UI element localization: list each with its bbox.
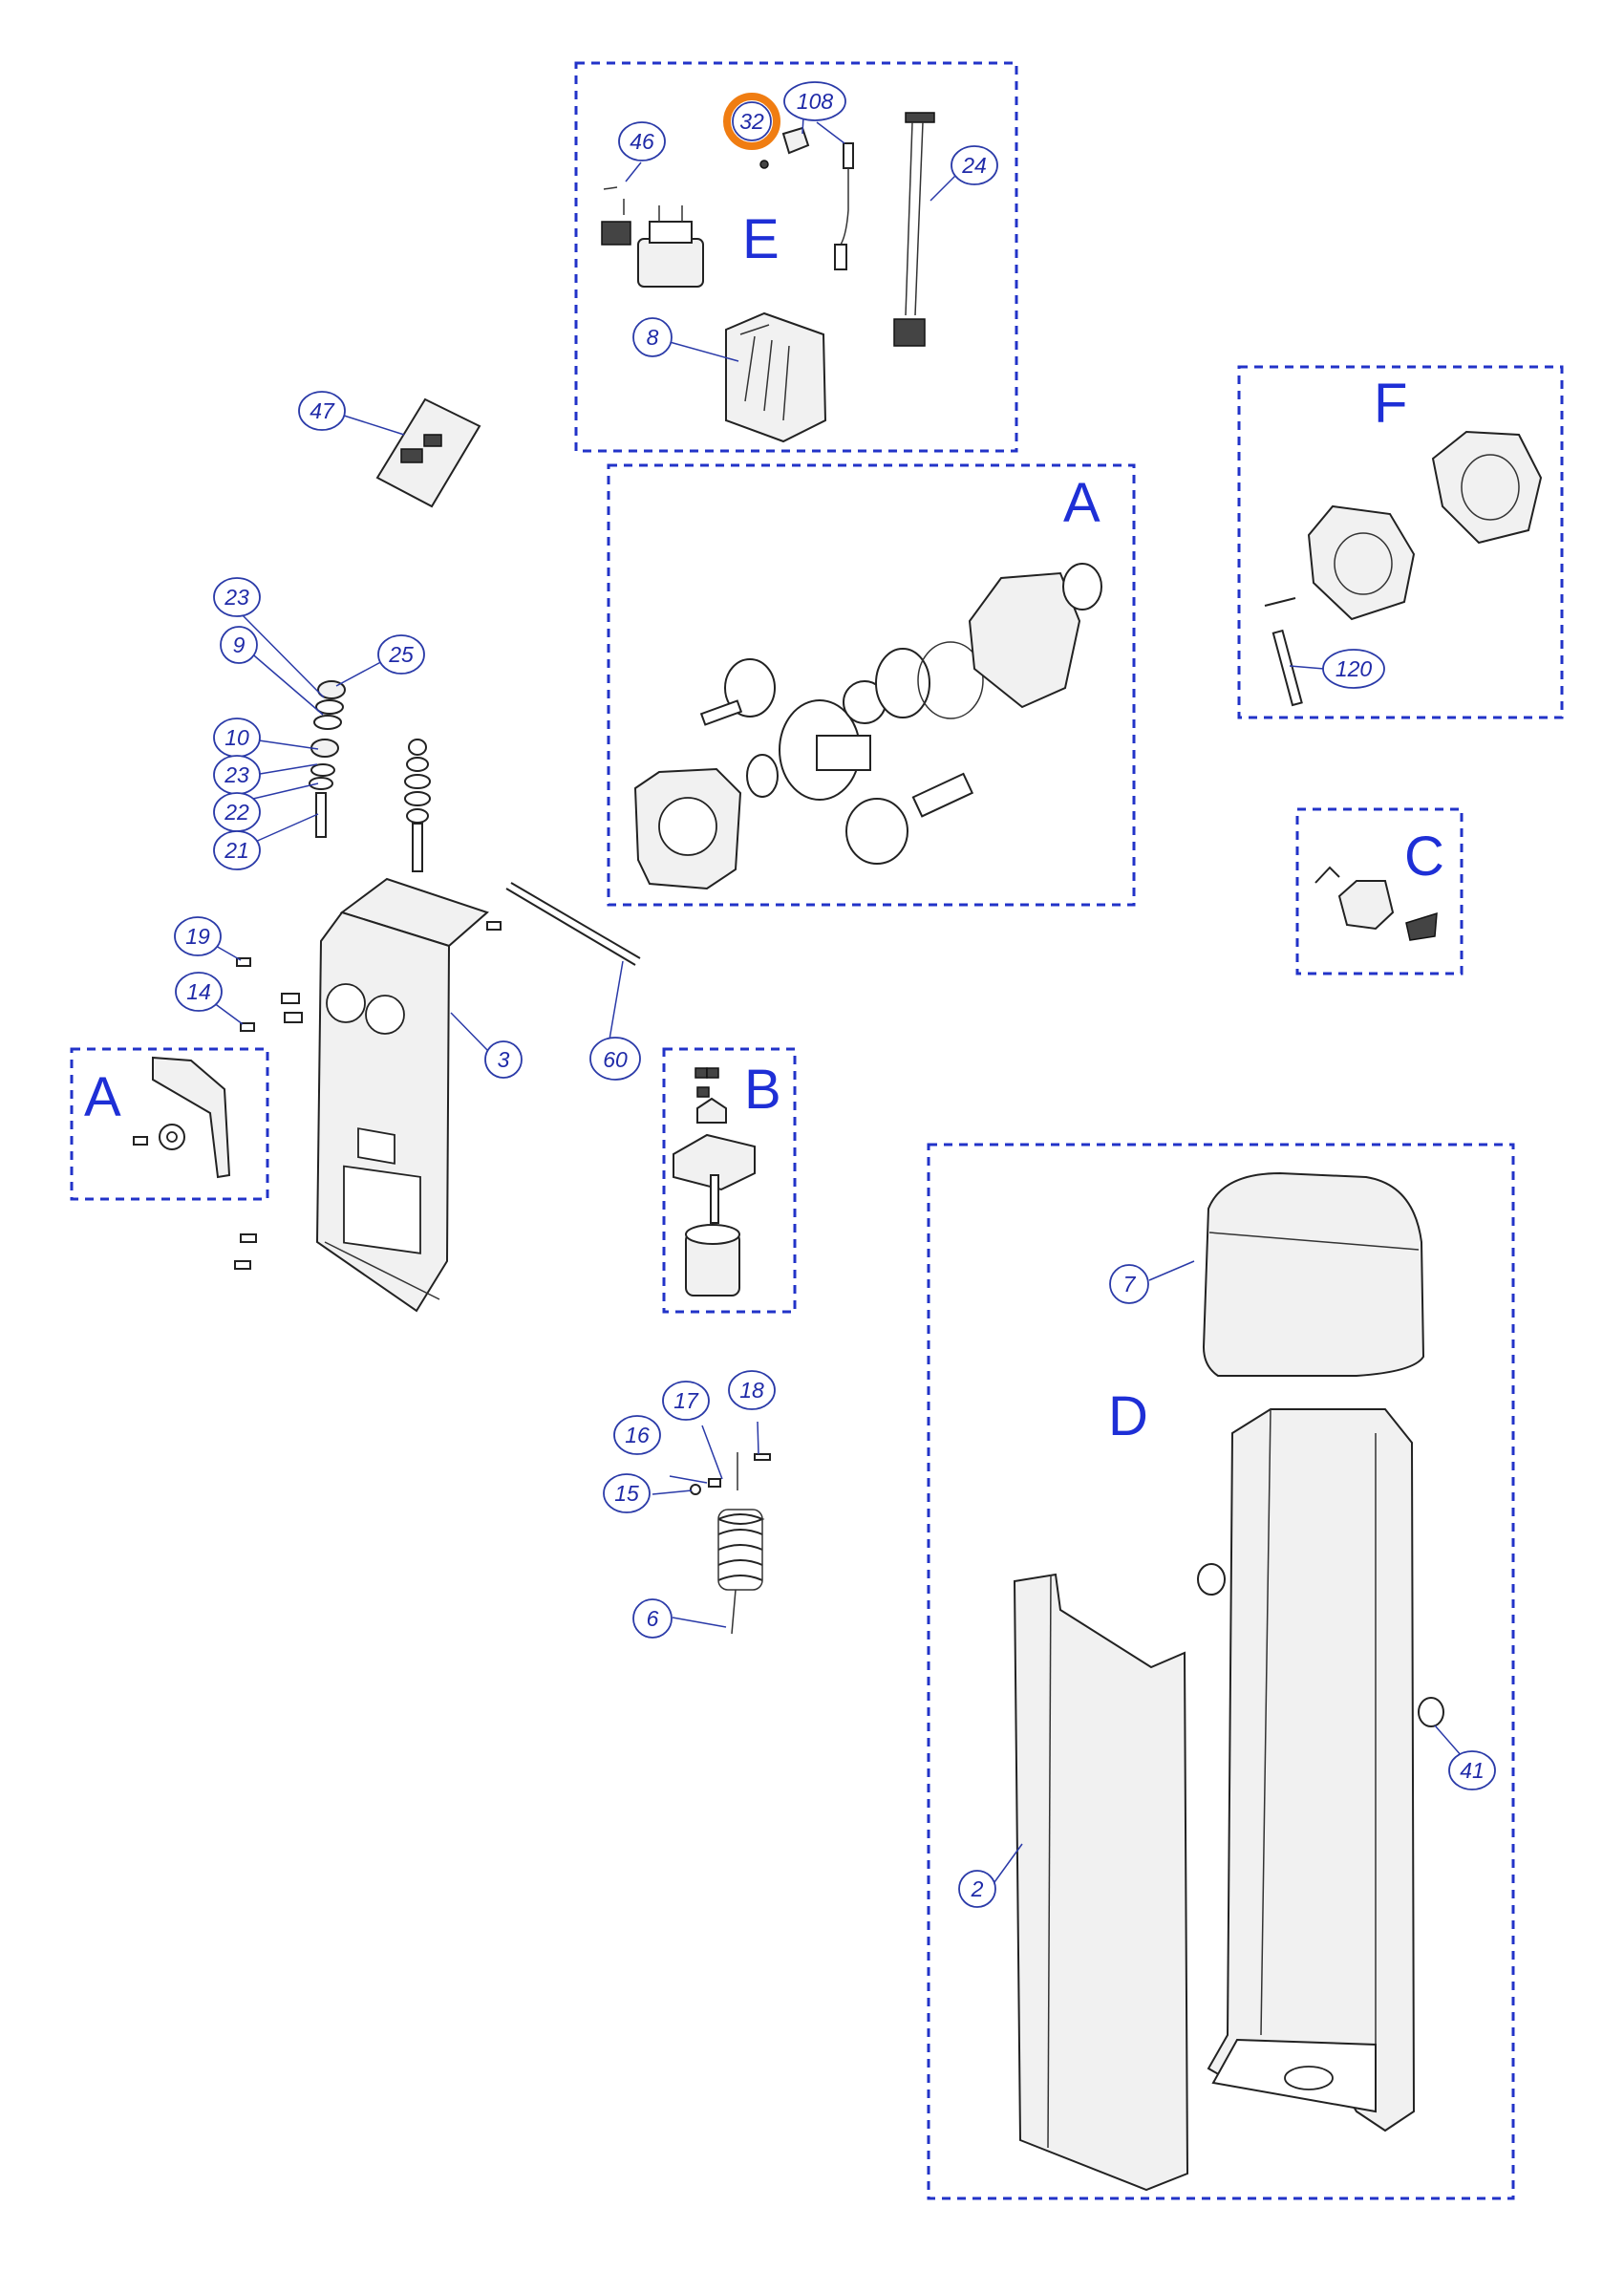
callout-21-label: 21 [224,838,249,863]
callout-2-label: 2 [971,1876,984,1901]
callout-2: 2 [958,1870,996,1908]
callout-47-label: 47 [310,398,335,423]
callout-41: 41 [1448,1750,1496,1790]
cover-7-part [1202,1171,1425,1377]
callout-16: 16 [613,1415,661,1455]
callout-60: 60 [589,1037,641,1081]
bracket-a-part [133,1056,231,1179]
center-bolt-stack-part [404,739,431,872]
callout-32: 32 [723,93,780,150]
callout-108: 108 [783,81,846,121]
cable-24-part [893,112,935,347]
connector-32-part [759,126,810,169]
sensor-c-parts [1314,866,1438,941]
callout-19: 19 [174,916,222,956]
callout-10-label: 10 [224,725,249,750]
callout-15-label: 15 [614,1481,639,1506]
callout-14-label: 14 [186,979,211,1004]
callout-8: 8 [632,317,673,357]
group-c: C [1295,807,1464,975]
callout-17: 17 [662,1381,710,1421]
callout-60-label: 60 [603,1047,628,1072]
callout-3-label: 3 [498,1047,510,1072]
callout-23-mid: 23 [213,755,261,795]
callout-19-label: 19 [185,924,210,949]
callout-23-top-label: 23 [224,585,249,610]
group-c-letter: C [1404,825,1444,888]
group-b-letter: B [744,1059,781,1121]
callout-32-label: 32 [739,109,764,134]
rod-60-part [505,882,641,966]
callout-16-label: 16 [625,1423,650,1447]
motor-b-part [673,1067,756,1297]
group-a-top: A [607,463,1136,907]
callout-25-label: 25 [388,642,414,667]
callout-18-label: 18 [739,1378,764,1403]
callout-108-label: 108 [797,89,834,114]
group-f: F [1237,365,1564,719]
callout-7: 7 [1109,1264,1149,1304]
callout-15: 15 [603,1473,651,1513]
callout-25: 25 [377,634,425,675]
callout-24-label: 24 [961,153,987,178]
callout-3: 3 [484,1040,523,1079]
group-a-left: A [70,1047,269,1201]
callout-6-label: 6 [647,1606,659,1631]
base-plate-3-part [315,877,489,1313]
group-d-letter: D [1108,1385,1148,1447]
washer-stack-part [309,680,346,838]
callout-23-top: 23 [213,577,261,617]
group-e-letter: E [742,208,780,270]
ring-part [1197,1563,1226,1596]
callout-14: 14 [175,972,223,1012]
group-e: E [574,61,1018,453]
group-b: B [662,1047,797,1314]
transformer-part [601,186,704,288]
callout-46: 46 [618,121,666,161]
column-frame-part [1207,1408,1416,2132]
screws-left-part [234,921,502,1270]
callout-9: 9 [220,626,258,664]
callout-9-label: 9 [233,632,246,657]
group-d: D [927,1143,1515,2200]
callout-10: 10 [213,718,261,758]
group-f-letter: F [1374,373,1407,435]
callout-120-label: 120 [1336,656,1373,681]
group-a-top-letter: A [1063,472,1100,534]
control-board-47-part [375,397,481,508]
encoder-housing-8-part [725,311,827,443]
gearbox-assembly-part [633,563,1102,890]
callout-46-label: 46 [630,129,654,154]
callout-47: 47 [298,391,346,431]
cable-108-part [834,142,854,270]
callout-17-label: 17 [673,1388,699,1413]
callout-24: 24 [951,145,998,185]
cap-41-part [1418,1697,1444,1727]
callout-21: 21 [213,830,261,870]
callout-7-label: 7 [1123,1272,1137,1297]
callout-18: 18 [728,1370,776,1410]
group-a-left-letter: A [84,1066,121,1128]
callout-22: 22 [213,792,261,832]
callout-41-label: 41 [1460,1758,1485,1783]
callout-6: 6 [632,1598,673,1639]
highlight-ring [723,93,780,150]
callout-22-label: 22 [224,800,249,825]
callout-120: 120 [1322,649,1385,689]
cover-f-parts [1264,430,1543,707]
panel-2-part [1013,1573,1189,2192]
callout-8-label: 8 [647,325,659,350]
spring-6-part [690,1452,771,1635]
callout-23-mid-label: 23 [224,762,249,787]
